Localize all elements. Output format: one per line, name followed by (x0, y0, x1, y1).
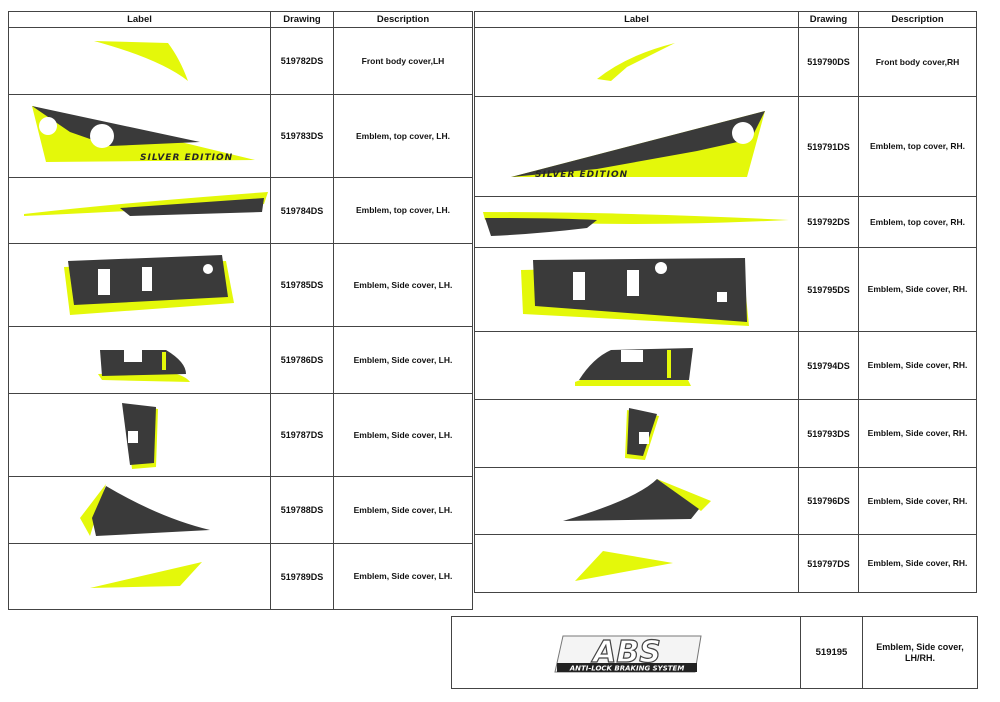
table-row: 519784DS Emblem, top cover, LH. (8, 177, 473, 244)
table-row: 519795DS Emblem, Side cover, RH. (474, 247, 977, 332)
table-row: 519792DS Emblem, top cover, RH. (474, 196, 977, 248)
table-header-row: Label Drawing Description (474, 11, 977, 28)
drawing-number: 519784DS (270, 177, 334, 244)
decal-side-cover-tcb-lh (63, 255, 234, 315)
table-header-row: Label Drawing Description (8, 11, 473, 28)
part-description: Emblem, Side cover, RH. (858, 331, 977, 400)
part-description: Emblem, Side cover, RH. (858, 534, 977, 593)
label-image-cell (8, 393, 271, 477)
part-description: Emblem, top cover, LH. (333, 94, 473, 178)
decal-top-cover-lh: SILVER EDITION (31, 106, 255, 163)
label-image-cell (474, 27, 799, 97)
part-description: Emblem, Side cover, LH. (333, 543, 473, 610)
drawing-number: 519790DS (798, 27, 859, 97)
part-description: Emblem, top cover, LH. (333, 177, 473, 244)
label-image-cell (8, 243, 271, 327)
decal-side-cover-number-lh (121, 403, 158, 469)
part-description: Emblem, Side cover, LH. (333, 476, 473, 544)
decal-top-cover-rh: SILVER EDITION (510, 110, 765, 180)
decal-side-cover-wedge-rh (562, 479, 711, 521)
label-image-cell: SILVER EDITION (474, 96, 799, 197)
drawing-number: 519792DS (798, 196, 859, 248)
part-description: Emblem, Side cover, RH. (858, 467, 977, 535)
decal-front-body-cover-lh (93, 41, 188, 81)
part-description: Emblem, Side cover, LH. (333, 243, 473, 327)
label-image-cell (474, 247, 799, 332)
decal-side-cover-tcb-rh (520, 257, 749, 326)
drawing-number: 519796DS (798, 467, 859, 535)
drawing-number: 519788DS (270, 476, 334, 544)
drawing-number: 519794DS (798, 331, 859, 400)
part-description: Emblem, Side cover, RH. (858, 399, 977, 468)
column-header-drawing: Drawing (798, 11, 859, 28)
label-image-cell: ABS ANTI-LOCK BRAKING SYSTEM (451, 616, 801, 689)
column-header-drawing: Drawing (270, 11, 334, 28)
decal-top-cover-stripe-rh (482, 212, 789, 236)
parts-table-left: Label Drawing Description 519782DS Front… (8, 11, 473, 610)
table-row: SILVER EDITION 519783DS Emblem, top cove… (8, 94, 473, 178)
decal-side-cover-small-rh (574, 347, 693, 386)
table-row: 519797DS Emblem, Side cover, RH. (474, 534, 977, 593)
table-row: 519786DS Emblem, Side cover, LH. (8, 326, 473, 394)
label-image-cell (474, 331, 799, 400)
label-image-cell (8, 326, 271, 394)
label-image-cell (474, 196, 799, 248)
part-description: Emblem, Side cover, LH/RH. (862, 616, 978, 689)
silver-edition-text: SILVER EDITION (140, 153, 233, 163)
column-header-description: Description (333, 11, 473, 28)
part-description: Emblem, top cover, RH. (858, 196, 977, 248)
drawing-number: 519782DS (270, 27, 334, 95)
part-description: Emblem, Side cover, RH. (858, 247, 977, 332)
drawing-number: 519785DS (270, 243, 334, 327)
drawing-number: 519786DS (270, 326, 334, 394)
parts-table-right: Label Drawing Description 519790DS Front… (474, 11, 977, 593)
table-row: 519789DS Emblem, Side cover, LH. (8, 543, 473, 610)
table-row: 519788DS Emblem, Side cover, LH. (8, 476, 473, 544)
label-image-cell (8, 476, 271, 544)
drawing-number: 519793DS (798, 399, 859, 468)
label-image-cell: SILVER EDITION (8, 94, 271, 178)
decal-side-cover-number-rh (624, 407, 659, 460)
drawing-number: 519195 (800, 616, 863, 689)
table-row: SILVER EDITION 519791DS Emblem, top cove… (474, 96, 977, 197)
table-row: 519790DS Front body cover,RH (474, 27, 977, 97)
table-row: ABS ANTI-LOCK BRAKING SYSTEM 519195 Embl… (451, 616, 978, 689)
drawing-number: 519795DS (798, 247, 859, 332)
part-description: Front body cover,RH (858, 27, 977, 97)
abs-logo: ABS ANTI-LOCK BRAKING SYSTEM (554, 634, 702, 672)
label-image-cell (474, 534, 799, 593)
drawing-number: 519791DS (798, 96, 859, 197)
drawing-number: 519789DS (270, 543, 334, 610)
label-image-cell (8, 27, 271, 95)
column-header-label: Label (8, 11, 271, 28)
silver-edition-text: SILVER EDITION (535, 170, 628, 180)
drawing-number: 519797DS (798, 534, 859, 593)
drawing-number: 519783DS (270, 94, 334, 178)
table-row: 519785DS Emblem, Side cover, LH. (8, 243, 473, 327)
decal-side-cover-triangle-lh (89, 561, 202, 588)
table-row: 519796DS Emblem, Side cover, RH. (474, 467, 977, 535)
column-header-description: Description (858, 11, 977, 28)
decal-side-cover-small-lh (97, 350, 190, 382)
parts-table-abs: ABS ANTI-LOCK BRAKING SYSTEM 519195 Embl… (451, 616, 978, 689)
part-description: Emblem, top cover, RH. (858, 96, 977, 197)
decal-front-body-cover-rh (596, 43, 675, 81)
drawing-number: 519787DS (270, 393, 334, 477)
label-image-cell (474, 399, 799, 468)
label-image-cell (8, 177, 271, 244)
decal-top-cover-stripe-lh (23, 191, 268, 216)
part-description: Front body cover,LH (333, 27, 473, 95)
label-image-cell (8, 543, 271, 610)
decal-side-cover-wedge-lh (79, 484, 210, 536)
table-row: 519787DS Emblem, Side cover, LH. (8, 393, 473, 477)
table-row: 519782DS Front body cover,LH (8, 27, 473, 95)
part-description: Emblem, Side cover, LH. (333, 393, 473, 477)
table-row: 519794DS Emblem, Side cover, RH. (474, 331, 977, 400)
label-image-cell (474, 467, 799, 535)
abs-logo-subtext: ANTI-LOCK BRAKING SYSTEM (569, 664, 685, 672)
table-row: 519793DS Emblem, Side cover, RH. (474, 399, 977, 468)
part-description: Emblem, Side cover, LH. (333, 326, 473, 394)
decal-side-cover-triangle-rh (574, 550, 673, 581)
column-header-label: Label (474, 11, 799, 28)
